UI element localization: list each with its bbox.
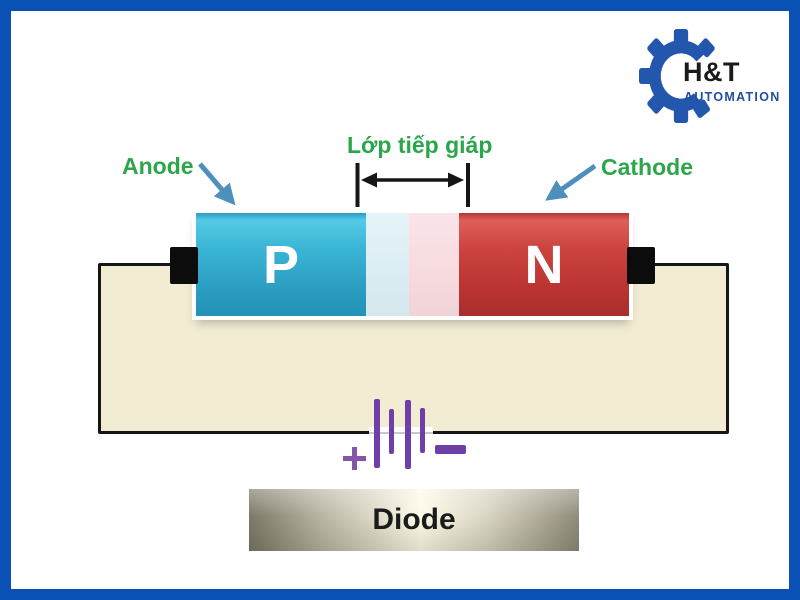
junction-layer-label: Lớp tiếp giáp xyxy=(347,132,493,158)
cathode-label: Cathode xyxy=(601,154,693,180)
p-type-region: P xyxy=(196,213,366,316)
n-type-region: N xyxy=(459,213,629,316)
battery-wire-faint-line xyxy=(369,432,433,434)
depletion-layer-left xyxy=(366,213,409,316)
cathode-pointer-arrow xyxy=(545,163,597,201)
brand-logo: H&T AUTOMATION xyxy=(639,29,789,129)
dimension-arrowhead-left xyxy=(361,172,377,188)
battery-plate-long-2 xyxy=(405,400,411,469)
p-region-letter: P xyxy=(262,234,300,295)
gear-icon xyxy=(639,29,715,123)
diode-caption: Diode xyxy=(372,503,456,536)
battery-negative-sign xyxy=(435,445,466,454)
logo-subtitle: AUTOMATION xyxy=(684,90,781,104)
anode-pointer-arrow xyxy=(198,162,236,206)
battery-plate-short-1 xyxy=(389,409,394,454)
battery-positive-sign xyxy=(343,447,366,470)
battery-plate-long-1 xyxy=(374,399,380,468)
diode-caption-box: Diode xyxy=(249,489,579,551)
anode-terminal xyxy=(170,247,198,284)
depletion-layer-right xyxy=(409,213,459,316)
dimension-arrowhead-right xyxy=(448,172,464,188)
diode-body: P N xyxy=(196,213,629,316)
plus-vertical-stroke xyxy=(352,447,357,470)
cathode-terminal xyxy=(627,247,655,284)
battery-plate-short-2 xyxy=(420,408,425,453)
anode-label: Anode xyxy=(122,153,194,179)
logo-name: H&T xyxy=(683,57,740,87)
n-region-letter: N xyxy=(524,234,564,295)
